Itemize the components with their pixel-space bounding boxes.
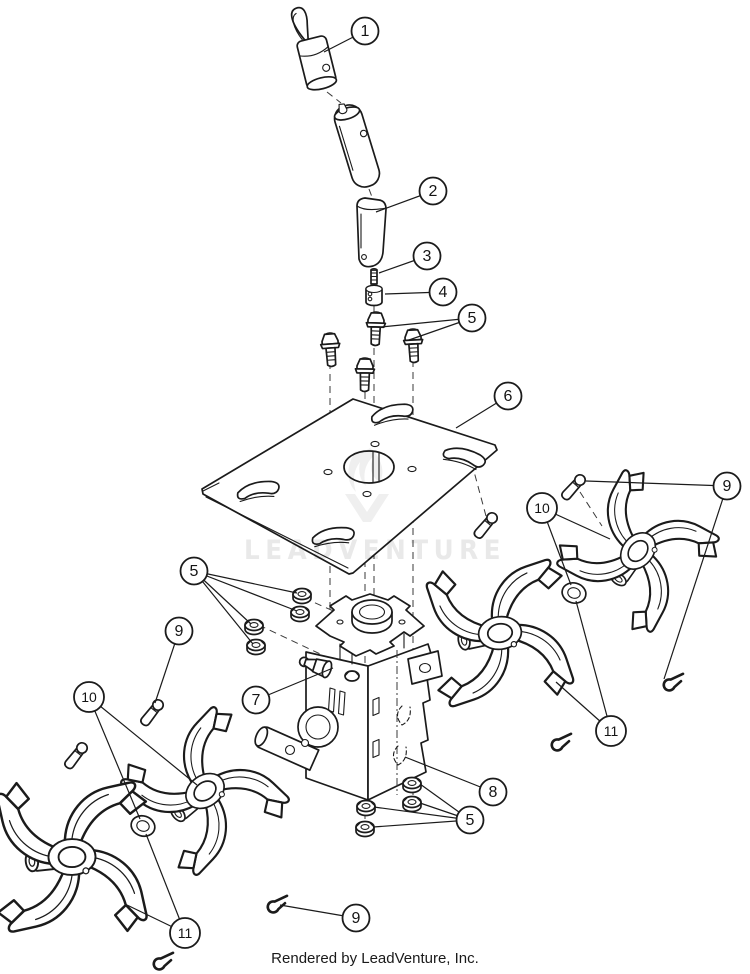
callout-3[interactable]: 3: [412, 241, 442, 271]
callout-5[interactable]: 5: [457, 303, 487, 333]
callout-9[interactable]: 9: [341, 903, 371, 933]
leadventure-logo-mark: [345, 448, 389, 522]
leader-line-9: [663, 485, 728, 680]
part-gear-case[interactable]: [252, 593, 443, 801]
part-spacer[interactable]: [365, 284, 383, 307]
callout-circle-10[interactable]: [526, 492, 558, 524]
callout-10[interactable]: 10: [526, 492, 558, 524]
callout-circle-11[interactable]: [169, 917, 201, 949]
callout-circle-9[interactable]: [341, 903, 371, 933]
callout-circle-11[interactable]: [595, 715, 627, 747]
tine-wheel-outer-left[interactable]: [0, 752, 177, 963]
clevis-pin-mid-left[interactable]: [137, 696, 167, 729]
leader-line-11: [575, 600, 612, 732]
callout-circle-5[interactable]: [455, 805, 485, 835]
callout-number-8: 8: [489, 784, 498, 801]
callout-circle-2[interactable]: [418, 176, 448, 206]
callout-number-5: 5: [190, 563, 199, 580]
callout-9[interactable]: 9: [712, 471, 742, 501]
leader-lines: [88, 30, 728, 934]
callout-number-3: 3: [423, 248, 432, 265]
part-depth-stake[interactable]: [356, 197, 387, 268]
parts-art: [0, 3, 741, 972]
callout-number-6: 6: [504, 388, 513, 405]
clevis-pin-far-left[interactable]: [61, 739, 91, 772]
callout-11[interactable]: 11: [595, 715, 627, 747]
callout-circle-9[interactable]: [712, 471, 742, 501]
callout-5[interactable]: 5: [455, 805, 485, 835]
callout-circle-8[interactable]: [478, 777, 508, 807]
callout-9[interactable]: 9: [164, 616, 194, 646]
callout-number-10: 10: [81, 689, 97, 705]
callout-1[interactable]: 1: [350, 16, 380, 46]
callout-number-9: 9: [175, 623, 184, 640]
tine-wheel-inner-left[interactable]: [108, 694, 303, 889]
callout-number-4: 4: [439, 284, 448, 301]
leader-line-5: [193, 570, 298, 612]
callout-number-1: 1: [361, 23, 370, 40]
callout-11[interactable]: 11: [169, 917, 201, 949]
callout-number-11: 11: [178, 925, 193, 941]
leader-line-10: [88, 696, 141, 820]
leader-line-5: [373, 806, 471, 821]
washer-right[interactable]: [558, 579, 590, 607]
callout-8[interactable]: 8: [478, 777, 508, 807]
part-stud[interactable]: [370, 267, 378, 285]
callout-number-7: 7: [252, 692, 261, 709]
callout-circle-6[interactable]: [493, 381, 523, 411]
leader-line-11: [145, 833, 186, 934]
callout-number-5: 5: [468, 310, 477, 327]
callout-circle-7[interactable]: [241, 685, 271, 715]
callout-number-5: 5: [466, 812, 475, 829]
leader-line-8: [404, 756, 494, 793]
tine-wheel-inner-right[interactable]: [411, 544, 590, 723]
leader-line-10: [88, 696, 198, 786]
leader-line-5: [380, 317, 473, 328]
watermark-text: LEADVENTURE: [244, 535, 506, 566]
callout-5[interactable]: 5: [179, 556, 209, 586]
tine-wheel-outer-right[interactable]: [535, 448, 740, 653]
callout-circle-5[interactable]: [179, 556, 209, 586]
callout-number-10: 10: [534, 500, 550, 516]
callout-circle-10[interactable]: [73, 681, 105, 713]
callout-circle-5[interactable]: [457, 303, 487, 333]
callout-circle-9[interactable]: [164, 616, 194, 646]
leadventure-watermark: LEADVENTURE: [244, 448, 506, 566]
footer-credit: Rendered by LeadVenture, Inc.: [271, 950, 479, 967]
callout-circle-1[interactable]: [350, 16, 380, 46]
callout-6[interactable]: 6: [493, 381, 523, 411]
part-grease-fitting[interactable]: [297, 652, 333, 679]
callout-number-11: 11: [604, 723, 619, 739]
callout-10[interactable]: 10: [73, 681, 105, 713]
callout-7[interactable]: 7: [241, 685, 271, 715]
leader-line-5: [193, 570, 298, 594]
part-flange-bolts[interactable]: [319, 310, 425, 393]
part-handle-pin[interactable]: [288, 3, 338, 92]
callout-circle-3[interactable]: [412, 241, 442, 271]
washer-left[interactable]: [127, 811, 159, 841]
callout-number-9: 9: [723, 478, 732, 495]
callout-circle-4[interactable]: [428, 277, 458, 307]
leader-line-5: [193, 570, 254, 645]
part-tube[interactable]: [330, 99, 382, 190]
callout-4[interactable]: 4: [428, 277, 458, 307]
callout-number-2: 2: [429, 183, 438, 200]
leader-line-9: [585, 480, 728, 487]
leader-line-5: [372, 819, 471, 828]
callout-number-9: 9: [352, 910, 361, 927]
callout-2[interactable]: 2: [418, 176, 448, 206]
